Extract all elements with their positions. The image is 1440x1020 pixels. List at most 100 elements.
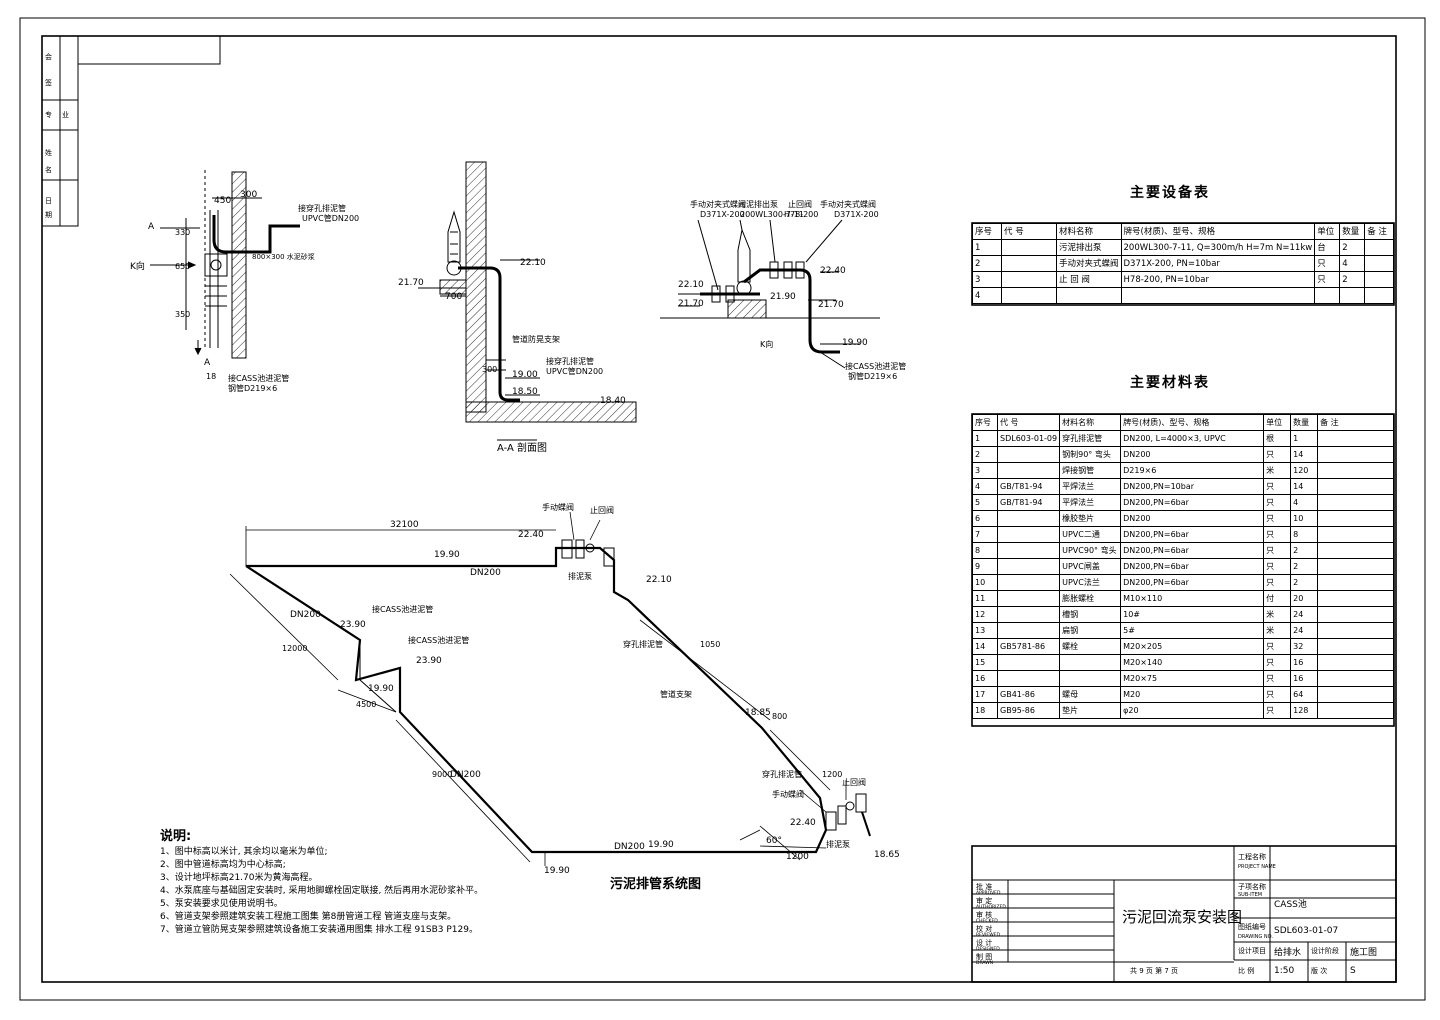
view-a-callout-2b: 钢管D219×6 (228, 384, 278, 393)
equipment-table-cell: 污泥排出泵 (1056, 239, 1122, 256)
inner-frame (41, 35, 1397, 983)
materials-table-cell: 14 (1290, 446, 1319, 463)
view-a-callout-1: 接穿孔排泥管 (298, 204, 346, 213)
materials-table-cell: 槽钢 (1059, 606, 1122, 623)
tb-subitem: CASS池 (1274, 900, 1307, 910)
materials-table-cell: 8 (1290, 526, 1319, 543)
k-model-2: 200WL300-7-11 (740, 210, 804, 219)
materials-table-cell: 120 (1290, 462, 1319, 479)
materials-table-cell: 5 (972, 494, 998, 511)
materials-table-cell: DN200 (1120, 510, 1265, 527)
materials-table-cell (1059, 654, 1122, 671)
materials-table-cell (996, 510, 1061, 527)
sys-check2: 止回阀 (842, 778, 866, 787)
tb-role-approved-en: APPROVED (976, 891, 1001, 896)
materials-table-cell: 平焊法兰 (1059, 478, 1122, 495)
sys-d12000: 12000 (282, 644, 308, 653)
materials-table-cell: 128 (1290, 702, 1319, 719)
materials-table-cell (996, 574, 1061, 591)
eq-h-2: 材料名称 (1056, 223, 1122, 240)
equipment-table-cell (1001, 239, 1057, 256)
tb-role-authorized: 审 定 (976, 897, 993, 905)
note-item: 2、图中管道标高均为中心标高; (160, 860, 286, 870)
tb-design-item-label: 设计项目 (1238, 947, 1266, 955)
materials-table-cell (1317, 574, 1394, 591)
sys-e1990b: 19.90 (368, 684, 394, 694)
materials-table-cell: 6 (972, 510, 998, 527)
equipment-table-cell (1314, 287, 1341, 304)
k-model-3: H78-200 (784, 210, 819, 219)
equipment-table-cell (1364, 255, 1394, 272)
k-out-label: 接CASS池进泥管 (845, 362, 907, 371)
sys-e2210: 22.10 (646, 575, 672, 585)
view-k-graphic (660, 219, 880, 369)
materials-table-cell (1317, 622, 1394, 639)
tb-role-approved: 批 准 (976, 883, 993, 891)
materials-table-cell: DN200,PN=6bar (1120, 526, 1265, 543)
eq-h-4: 单位 (1314, 223, 1341, 240)
note-item: 6、管道支架参照建筑安装工程施工图集 第8册管道工程 管道支座与支架。 (160, 912, 457, 922)
materials-table-cell: 只 (1263, 654, 1292, 671)
materials-table-cell: 14 (1290, 478, 1319, 495)
tb-sheet-info: 共 9 页 第 7 页 (1130, 967, 1179, 975)
sys-e2240b: 22.40 (790, 818, 816, 828)
k-model-4: D371X-200 (834, 210, 879, 219)
materials-table-cell: 2 (1290, 574, 1319, 591)
k-callout-3: 止回阀 (788, 200, 812, 209)
equipment-table-cell: D371X-200, PN=10bar (1120, 255, 1316, 272)
k-elev-6: 19.90 (842, 338, 868, 348)
materials-table-cell: 螺母 (1059, 686, 1122, 703)
materials-table-cell: 20 (1290, 590, 1319, 607)
materials-table-cell: 10 (1290, 510, 1319, 527)
section-pipe-label: 接穿孔排泥管 (546, 357, 594, 366)
materials-table-cell: 4 (972, 478, 998, 495)
equipment-table-cell (1001, 271, 1057, 288)
materials-table-cell: 32 (1290, 638, 1319, 655)
materials-table-cell: 4 (1290, 494, 1319, 511)
system-main-loop (245, 546, 828, 854)
sys-dn200-right: DN200 (450, 770, 481, 780)
materials-table-cell: 付 (1263, 590, 1292, 607)
eq-h-6: 备 注 (1364, 223, 1394, 240)
materials-table-cell: 只 (1263, 446, 1292, 463)
materials-table-cell: 3 (972, 462, 998, 479)
sys-e1865: 18.65 (874, 850, 900, 860)
materials-table-cell (1317, 670, 1394, 687)
materials-table-cell: 17 (972, 686, 998, 703)
materials-table-cell: 扁钢 (1059, 622, 1122, 639)
materials-table-cell: 只 (1263, 478, 1292, 495)
materials-table-cell (996, 526, 1061, 543)
sys-pipe-perf1: 穿孔排泥管 (623, 640, 663, 649)
materials-table-cell (1317, 638, 1394, 655)
sys-valve1: 手动蝶阀 (542, 503, 574, 512)
equipment-table-header: 序号 代 号 材料名称 牌号(材质)、型号、规格 单位 数量 备 注 (972, 223, 1394, 240)
materials-table-cell: 只 (1263, 574, 1292, 591)
k-elev-4: 22.40 (820, 266, 846, 276)
view-a-callout-3: 800×300 水泥砂浆 (252, 253, 315, 261)
view-a-dim-450: 450 (214, 196, 232, 206)
system-caption: 污泥排管系统图 (610, 877, 702, 892)
materials-table-cell (1317, 430, 1394, 447)
materials-table-cell: 橡胶垫片 (1059, 510, 1122, 527)
section-support-label: 管道防晃支架 (512, 335, 560, 344)
materials-table-cell: 只 (1263, 510, 1292, 527)
materials-table-cell (996, 558, 1061, 575)
sys-e2240a: 22.40 (518, 530, 544, 540)
tb-drawing-no-label: 图纸编号 (1238, 923, 1266, 931)
section-elev-bottom: 18.40 (600, 396, 626, 406)
sys-d1200b: 1200 (822, 770, 843, 779)
tb-scale: 1:50 (1274, 966, 1295, 976)
notes-block: 说明: 1、图中标高以米计, 其余均以毫米为单位; 2、图中管道标高均为中心标高… (160, 828, 483, 937)
side-strip-text-3: 业 (62, 111, 69, 119)
view-a-section-mark-2: A (204, 358, 211, 368)
view-a-elev: 18 (206, 372, 217, 381)
equipment-table-row: 4 (972, 287, 1394, 304)
